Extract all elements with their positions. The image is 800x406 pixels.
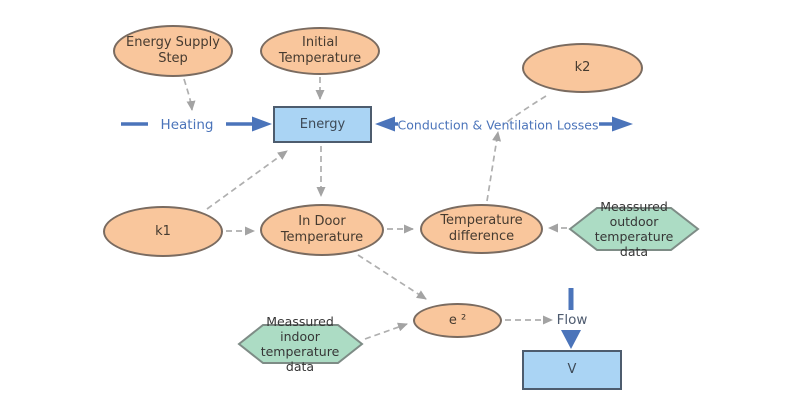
energy-label: Energy — [299, 116, 346, 132]
node-energy-supply-step[interactable]: Energy Supply Step — [113, 25, 233, 77]
outdoor-data-label: Meassured outdoor temperature data — [594, 199, 674, 259]
connector-indoordata-esquared — [364, 322, 408, 340]
node-initial-temperature[interactable]: Initial Temperature — [260, 27, 380, 75]
heating-flow-label[interactable]: Heating — [160, 117, 214, 133]
hexagon-outdoor-data[interactable] — [568, 207, 700, 251]
node-temperature-difference[interactable]: Temperature difference — [420, 204, 543, 254]
losses-flow-label[interactable]: Conduction & Ventilation Losses — [397, 117, 599, 133]
indoor-temperature-label: In Door Temperature — [280, 214, 364, 245]
indoor-data-label: Meassured indoor temperature data — [260, 314, 340, 374]
node-e-squared[interactable]: e ² — [413, 303, 502, 338]
k2-label: k2 — [574, 60, 591, 75]
flow-flow-label[interactable]: Flow — [556, 312, 588, 328]
k1-label: k1 — [155, 223, 171, 239]
node-k2[interactable]: k2 — [522, 43, 643, 93]
flow-arrow-flow[interactable] — [561, 288, 581, 349]
flow-arrow-losses[interactable] — [375, 116, 633, 132]
connector-k1-energy — [206, 150, 288, 210]
flow-arrow-heating[interactable] — [121, 116, 272, 132]
node-indoor-temperature[interactable]: In Door Temperature — [260, 204, 384, 256]
initial-temperature-label: Initial Temperature — [278, 35, 362, 66]
node-v-stock[interactable]: V — [522, 350, 622, 390]
connector-tempdiff-losses — [486, 131, 502, 202]
connector-k2-losses — [502, 95, 547, 126]
temperature-difference-label: Temperature difference — [440, 213, 523, 244]
hexagon-indoor-data[interactable] — [237, 324, 364, 364]
node-k1[interactable]: k1 — [103, 206, 223, 257]
e-squared-label: e ² — [448, 312, 467, 328]
connector-supplystep-heating — [183, 78, 196, 111]
node-energy-stock[interactable]: Energy — [273, 106, 372, 143]
connector-indoortemp-esquared — [357, 254, 427, 300]
energy-supply-step-label: Energy Supply Step — [126, 35, 220, 66]
v-label: V — [567, 362, 577, 377]
